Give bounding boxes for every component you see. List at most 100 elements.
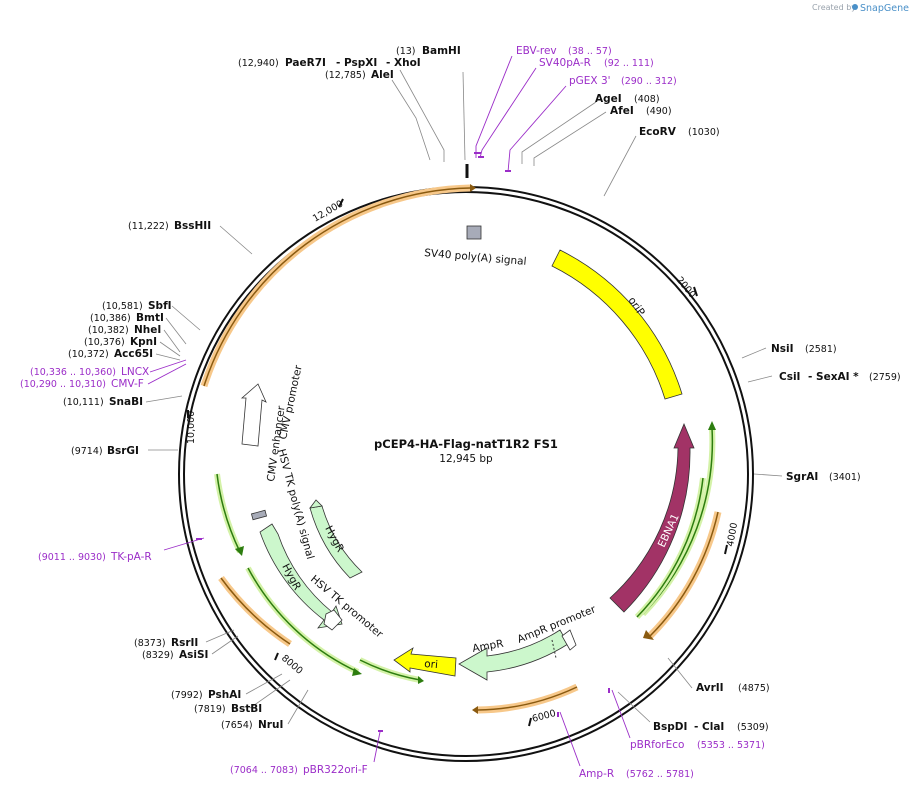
site-pos-alei: (12,785) xyxy=(325,70,366,81)
site-name-paer7i: PaeR7I xyxy=(285,57,326,69)
leader-amp-r xyxy=(559,711,581,767)
leader-cmv-f xyxy=(147,363,187,385)
site-pos-bspdi: (5309) xyxy=(737,722,769,733)
site-name-bamhi: BamHI xyxy=(422,45,461,57)
hsv-tk-polya-box xyxy=(250,509,268,521)
ori-label: ori xyxy=(424,658,439,671)
hsv-tk-promoter-feature xyxy=(323,609,343,631)
plasmid-name: pCEP4-HA-Flag-natT1R2 FS1 xyxy=(374,437,558,451)
cmv-promoter-label: CMV promoter xyxy=(277,363,305,440)
site-name-bspdi: BspDI xyxy=(653,721,687,733)
site-name-bstbi: BstBI xyxy=(231,703,262,715)
primer-range-amp-r: (5762 .. 5781) xyxy=(626,769,694,780)
site-name-bsrgi: BsrGI xyxy=(107,445,139,457)
leader-rsrii xyxy=(205,629,235,643)
orf-line-e xyxy=(359,659,421,681)
tick-mark-4000 xyxy=(724,544,728,555)
ampr-label: AmpR xyxy=(471,638,504,655)
orf-line-a-arrow xyxy=(708,421,716,430)
backbone-inner xyxy=(183,191,749,757)
site-name-nrui: NruI xyxy=(258,719,283,731)
site-name-sgrai: SgrAI xyxy=(786,471,818,483)
site-pos-agei: (408) xyxy=(634,94,660,105)
primer-mark-pbr322ori-f xyxy=(378,730,383,732)
primer-name-amp-r: Amp-R xyxy=(579,768,614,780)
leader-nrui xyxy=(287,689,309,725)
orange-feature-6000 xyxy=(477,686,578,711)
primer-name-lncx: LNCX xyxy=(121,366,149,378)
orf-line-d xyxy=(247,567,359,673)
tick-label-4000: 4000 xyxy=(725,522,740,548)
site-pos-bstbi: (7819) xyxy=(194,704,226,715)
credit-brand: SnapGene xyxy=(860,3,909,14)
leader-pbrforeco xyxy=(611,689,631,739)
orf-line-d-arrow xyxy=(352,668,362,676)
primer-mark-pgex xyxy=(505,170,511,172)
site-name-acc65i: Acc65I xyxy=(114,348,153,360)
primer-mark-pbrforeco xyxy=(608,688,610,693)
primer-mark-sv40pa-r xyxy=(478,156,484,158)
primer-name-cmv-f: CMV-F xyxy=(111,378,144,390)
hygr-feature-b xyxy=(309,505,363,579)
primer-range-tk-pa-r: (9011 .. 9030) xyxy=(38,552,106,563)
site-pos-rsrii: (8373) xyxy=(134,638,166,649)
site-name-avrii: AvrII xyxy=(696,682,724,694)
site-pos-bsshii: (11,222) xyxy=(128,221,169,232)
tick-mark-6000 xyxy=(528,717,532,727)
site-pos-bmti: (10,386) xyxy=(90,313,131,324)
site-name-agei: AgeI xyxy=(595,93,622,105)
site-pos-sgrai: (3401) xyxy=(829,472,861,483)
orange-feature-4000 xyxy=(649,511,719,637)
site-name-nhei: NheI xyxy=(134,324,161,336)
primer-leader-lines xyxy=(147,55,631,767)
leader-nhei xyxy=(163,329,181,353)
primer-range-cmv-f: (10,290 .. 10,310) xyxy=(20,379,106,390)
site-name-rsrii: RsrII xyxy=(171,637,198,649)
leader-afei xyxy=(533,111,607,166)
leader-avrii xyxy=(667,657,693,689)
leader-pgex xyxy=(507,85,567,173)
cmv-enhancer-feature xyxy=(240,383,267,447)
orf-line-e-arrow xyxy=(418,676,424,684)
site-name-pshai: PshAI xyxy=(208,689,241,701)
site-name-sbfi: SbfI xyxy=(148,300,172,312)
site-name-nsii: NsiI xyxy=(771,343,794,355)
leader-xhoi xyxy=(399,69,445,162)
primer-range-pbr322ori-f: (7064 .. 7083) xyxy=(230,765,298,776)
leader-lncx xyxy=(149,359,187,373)
site-name-csii: CsiI xyxy=(779,371,800,383)
site-pos-avrii: (4875) xyxy=(738,683,770,694)
tick-mark-2000 xyxy=(693,286,698,297)
orange-feature-8000 xyxy=(220,577,291,645)
snapgene-logo-icon xyxy=(852,4,858,10)
orf-line-c xyxy=(216,473,241,553)
orange-feature-6000-arrow xyxy=(472,706,478,714)
primer-name-tk-pa-r: TK-pA-R xyxy=(110,551,152,563)
credit-prefix: Created by xyxy=(812,3,856,12)
site-name-snabi: SnaBI xyxy=(109,396,143,408)
leader-pbr322ori-f xyxy=(373,731,381,763)
tick-label-8000: 8000 xyxy=(279,653,305,677)
ampr-feature-divider xyxy=(551,639,557,659)
site-pos-snabi: (10,111) xyxy=(63,397,104,408)
primer-name-pbr322ori-f: pBR322ori-F xyxy=(303,764,368,776)
site-pos-bamhi: (13) xyxy=(396,46,416,57)
orange-feature-4000-arrow xyxy=(643,630,654,640)
site-pos-csii: (2759) xyxy=(869,372,901,383)
site-pos-afei: (490) xyxy=(646,106,672,117)
primer-mark-amp-r xyxy=(557,712,559,717)
primer-range-pbrforeco: (5353 .. 5371) xyxy=(697,740,765,751)
leader-pshai xyxy=(245,673,283,695)
leader-ebv-rev xyxy=(475,55,513,158)
tick-mark-12000 xyxy=(338,198,344,208)
site-name-clai: - ClaI xyxy=(694,721,724,733)
site-name-sexai: - SexAI * xyxy=(808,371,859,383)
site-name-kpni: KpnI xyxy=(130,336,157,348)
primer-name-sv40pa-r: SV40pA-R xyxy=(539,57,591,69)
site-name-pspxi: - PspXI xyxy=(336,57,377,69)
leader-acc65i xyxy=(155,353,181,361)
leader-sgrai xyxy=(753,473,783,477)
tick-label-6000: 6000 xyxy=(531,708,557,725)
site-pos-nsii: (2581) xyxy=(805,344,837,355)
ori-feature xyxy=(393,647,457,677)
